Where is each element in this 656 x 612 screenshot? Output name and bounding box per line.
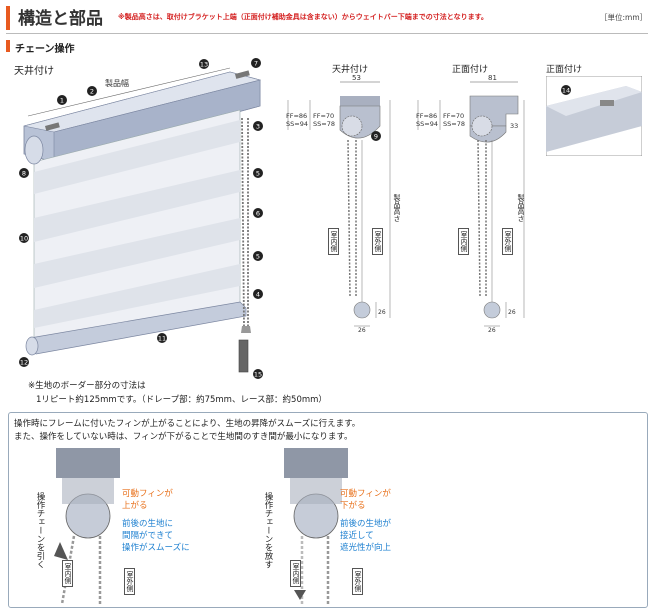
svg-text:26: 26: [488, 327, 496, 334]
footnote-line1: ※生地のボーダー部分の寸法は: [28, 381, 146, 391]
operation-intro: 操作時にフレームに付いたフィンが上がることにより、生地の昇降がスムーズに行えます…: [14, 418, 360, 444]
svg-text:53: 53: [352, 74, 361, 82]
svg-text:SS=78: SS=78: [313, 120, 335, 128]
header-note: ※製品高さは、取付けブラケット上端（正面付け補助金具は含まない）からウェイトバー…: [118, 13, 488, 21]
svg-text:12: 12: [20, 359, 28, 367]
svg-text:FF=86: FF=86: [286, 112, 307, 120]
left-blue-annotation: 前後の生地に 間隔ができて 操作がスムーズに: [122, 519, 190, 553]
right-fin-annotation: 可動フィンが 下がる: [340, 489, 391, 511]
right-blue-annotation: 前後の生地が 接近して 遮光性が向上: [340, 519, 392, 553]
svg-text:1: 1: [60, 97, 64, 105]
ceiling-height-label: 製品高さ: [393, 194, 401, 222]
svg-text:SS=94: SS=94: [416, 120, 438, 128]
svg-text:FF=86: FF=86: [416, 112, 437, 120]
header-accent-bar: [6, 6, 10, 30]
svg-text:13: 13: [200, 61, 208, 69]
ceiling-indoor-label: 室内側: [328, 228, 339, 255]
svg-text:10: 10: [20, 235, 28, 243]
operation-explanation-box: [8, 412, 648, 608]
svg-text:26: 26: [358, 327, 366, 334]
ceiling-view-title: 天井付け: [332, 65, 369, 75]
front-detail-title: 正面付け: [546, 65, 583, 75]
svg-text:4: 4: [256, 291, 260, 299]
unit-label: ［単位:mm］: [600, 13, 648, 22]
svg-text:26: 26: [508, 309, 516, 316]
section-accent-bar: [6, 40, 10, 52]
right-mechanism-illustration: [284, 448, 348, 604]
svg-text:3: 3: [256, 123, 260, 131]
left-indoor-label: 室内側: [62, 560, 73, 587]
footnote-line2: 1リピート約125mmです。（ドレープ部：約75mm、レース部：約50mm）: [36, 395, 327, 405]
page-title: 構造と部品: [18, 9, 103, 29]
right-outdoor-label: 室外側: [352, 568, 363, 595]
svg-text:33: 33: [510, 122, 518, 130]
front-mount-section: 81 33 FF=86 SS=94 FF=70 SS=78 26 26: [416, 74, 525, 334]
svg-text:26: 26: [378, 309, 386, 316]
left-side-label: 操作チェーンを引く: [35, 492, 45, 569]
front-detail-image: 14: [546, 76, 642, 156]
svg-text:14: 14: [562, 87, 570, 95]
left-fin-annotation: 可動フィンが 上がる: [122, 489, 173, 511]
front-indoor-label: 室内側: [458, 228, 469, 255]
svg-text:SS=94: SS=94: [286, 120, 308, 128]
svg-text:7: 7: [254, 60, 258, 68]
svg-text:5: 5: [256, 170, 260, 178]
operation-line1: 操作時にフレームに付いたフィンが上がることにより、生地の昇降がスムーズに行えます…: [14, 419, 361, 429]
right-side-label: 操作チェーンを放す: [263, 492, 273, 569]
operation-line2: また、操作をしていない時は、フィンが下がることで生地間のすき間が最小になります。: [14, 432, 353, 442]
svg-text:9: 9: [374, 133, 378, 141]
svg-text:2: 2: [90, 88, 94, 96]
ceiling-mount-section: 53 9 FF=86 SS=94 FF=70 SS=78 26 26: [286, 74, 391, 334]
front-outdoor-label: 室外側: [502, 228, 513, 255]
svg-text:FF=70: FF=70: [313, 112, 334, 120]
right-indoor-label: 室内側: [290, 560, 301, 587]
svg-text:FF=70: FF=70: [443, 112, 464, 120]
svg-text:8: 8: [22, 170, 26, 178]
svg-text:15: 15: [254, 371, 262, 379]
main-diagram-title: 天井付け: [14, 66, 54, 77]
left-outdoor-label: 室外側: [124, 568, 135, 595]
left-mechanism-illustration: [54, 448, 120, 605]
svg-text:5: 5: [256, 253, 260, 261]
svg-text:SS=78: SS=78: [443, 120, 465, 128]
svg-text:81: 81: [488, 74, 497, 82]
section-title: チェーン操作: [15, 44, 75, 55]
front-view-title: 正面付け: [452, 65, 489, 75]
blind-structure-diagram: 製品幅 1 2 3 4 5 5 6 7 8 10 11 12 13 15: [19, 58, 263, 379]
width-label: 製品幅: [105, 78, 129, 88]
svg-text:6: 6: [256, 210, 260, 218]
front-height-label: 製品高さ: [517, 194, 525, 222]
ceiling-outdoor-label: 室外側: [372, 228, 383, 255]
svg-text:11: 11: [158, 335, 166, 343]
header-divider: [6, 33, 648, 34]
